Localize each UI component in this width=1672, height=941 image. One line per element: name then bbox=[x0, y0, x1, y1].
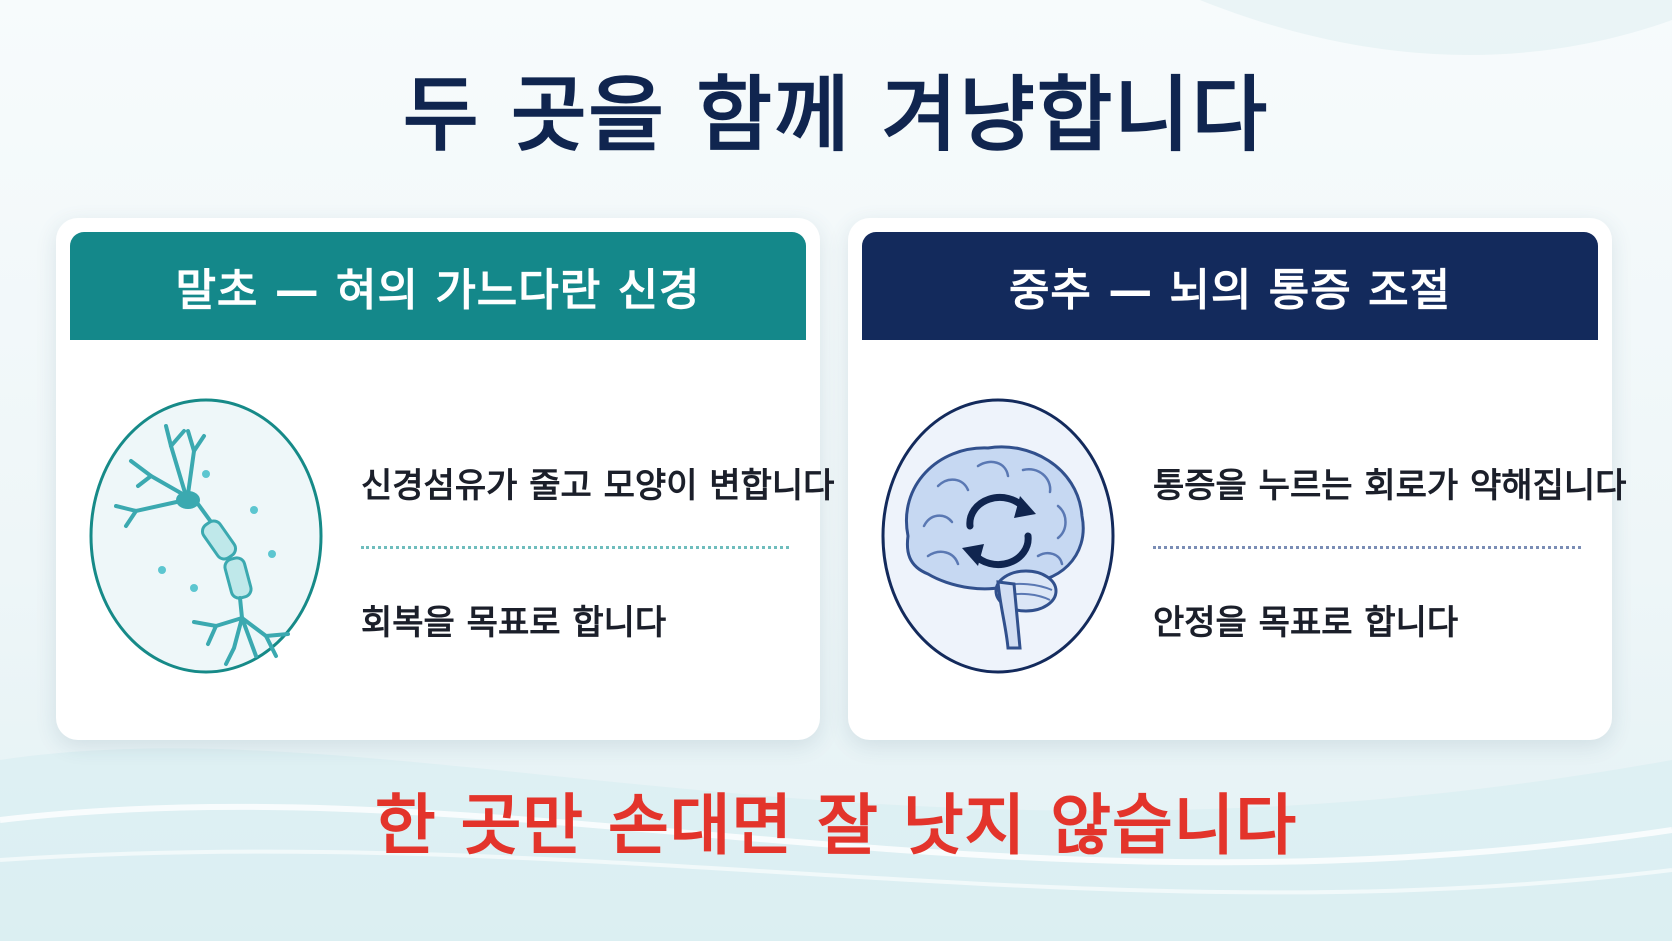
brain-icon bbox=[876, 393, 1120, 679]
central-point-2: 안정을 목표로 합니다 bbox=[1153, 603, 1459, 643]
page-title: 두 곳을 함께 겨냥합니다 bbox=[402, 68, 1270, 163]
central-card-header: 중추 — 뇌의 통증 조절 bbox=[862, 232, 1598, 340]
peripheral-point-2: 회복을 목표로 합니다 bbox=[361, 603, 667, 643]
peripheral-divider bbox=[361, 546, 789, 549]
peripheral-card-header: 말초 — 혀의 가느다란 신경 bbox=[70, 232, 806, 340]
neuron-icon bbox=[84, 393, 328, 679]
central-divider bbox=[1153, 546, 1581, 549]
warning-message: 한 곳만 손대면 잘 낫지 않습니다 bbox=[374, 787, 1298, 864]
central-card: 중추 — 뇌의 통증 조절 통증을 누르는 회 bbox=[848, 218, 1626, 740]
peripheral-card: 말초 — 혀의 가느다란 신경 bbox=[56, 218, 834, 740]
central-point-1: 통증을 누르는 회로가 약해집니다 bbox=[1153, 466, 1627, 506]
peripheral-point-1: 신경섬유가 줄고 모양이 변합니다 bbox=[361, 466, 835, 506]
